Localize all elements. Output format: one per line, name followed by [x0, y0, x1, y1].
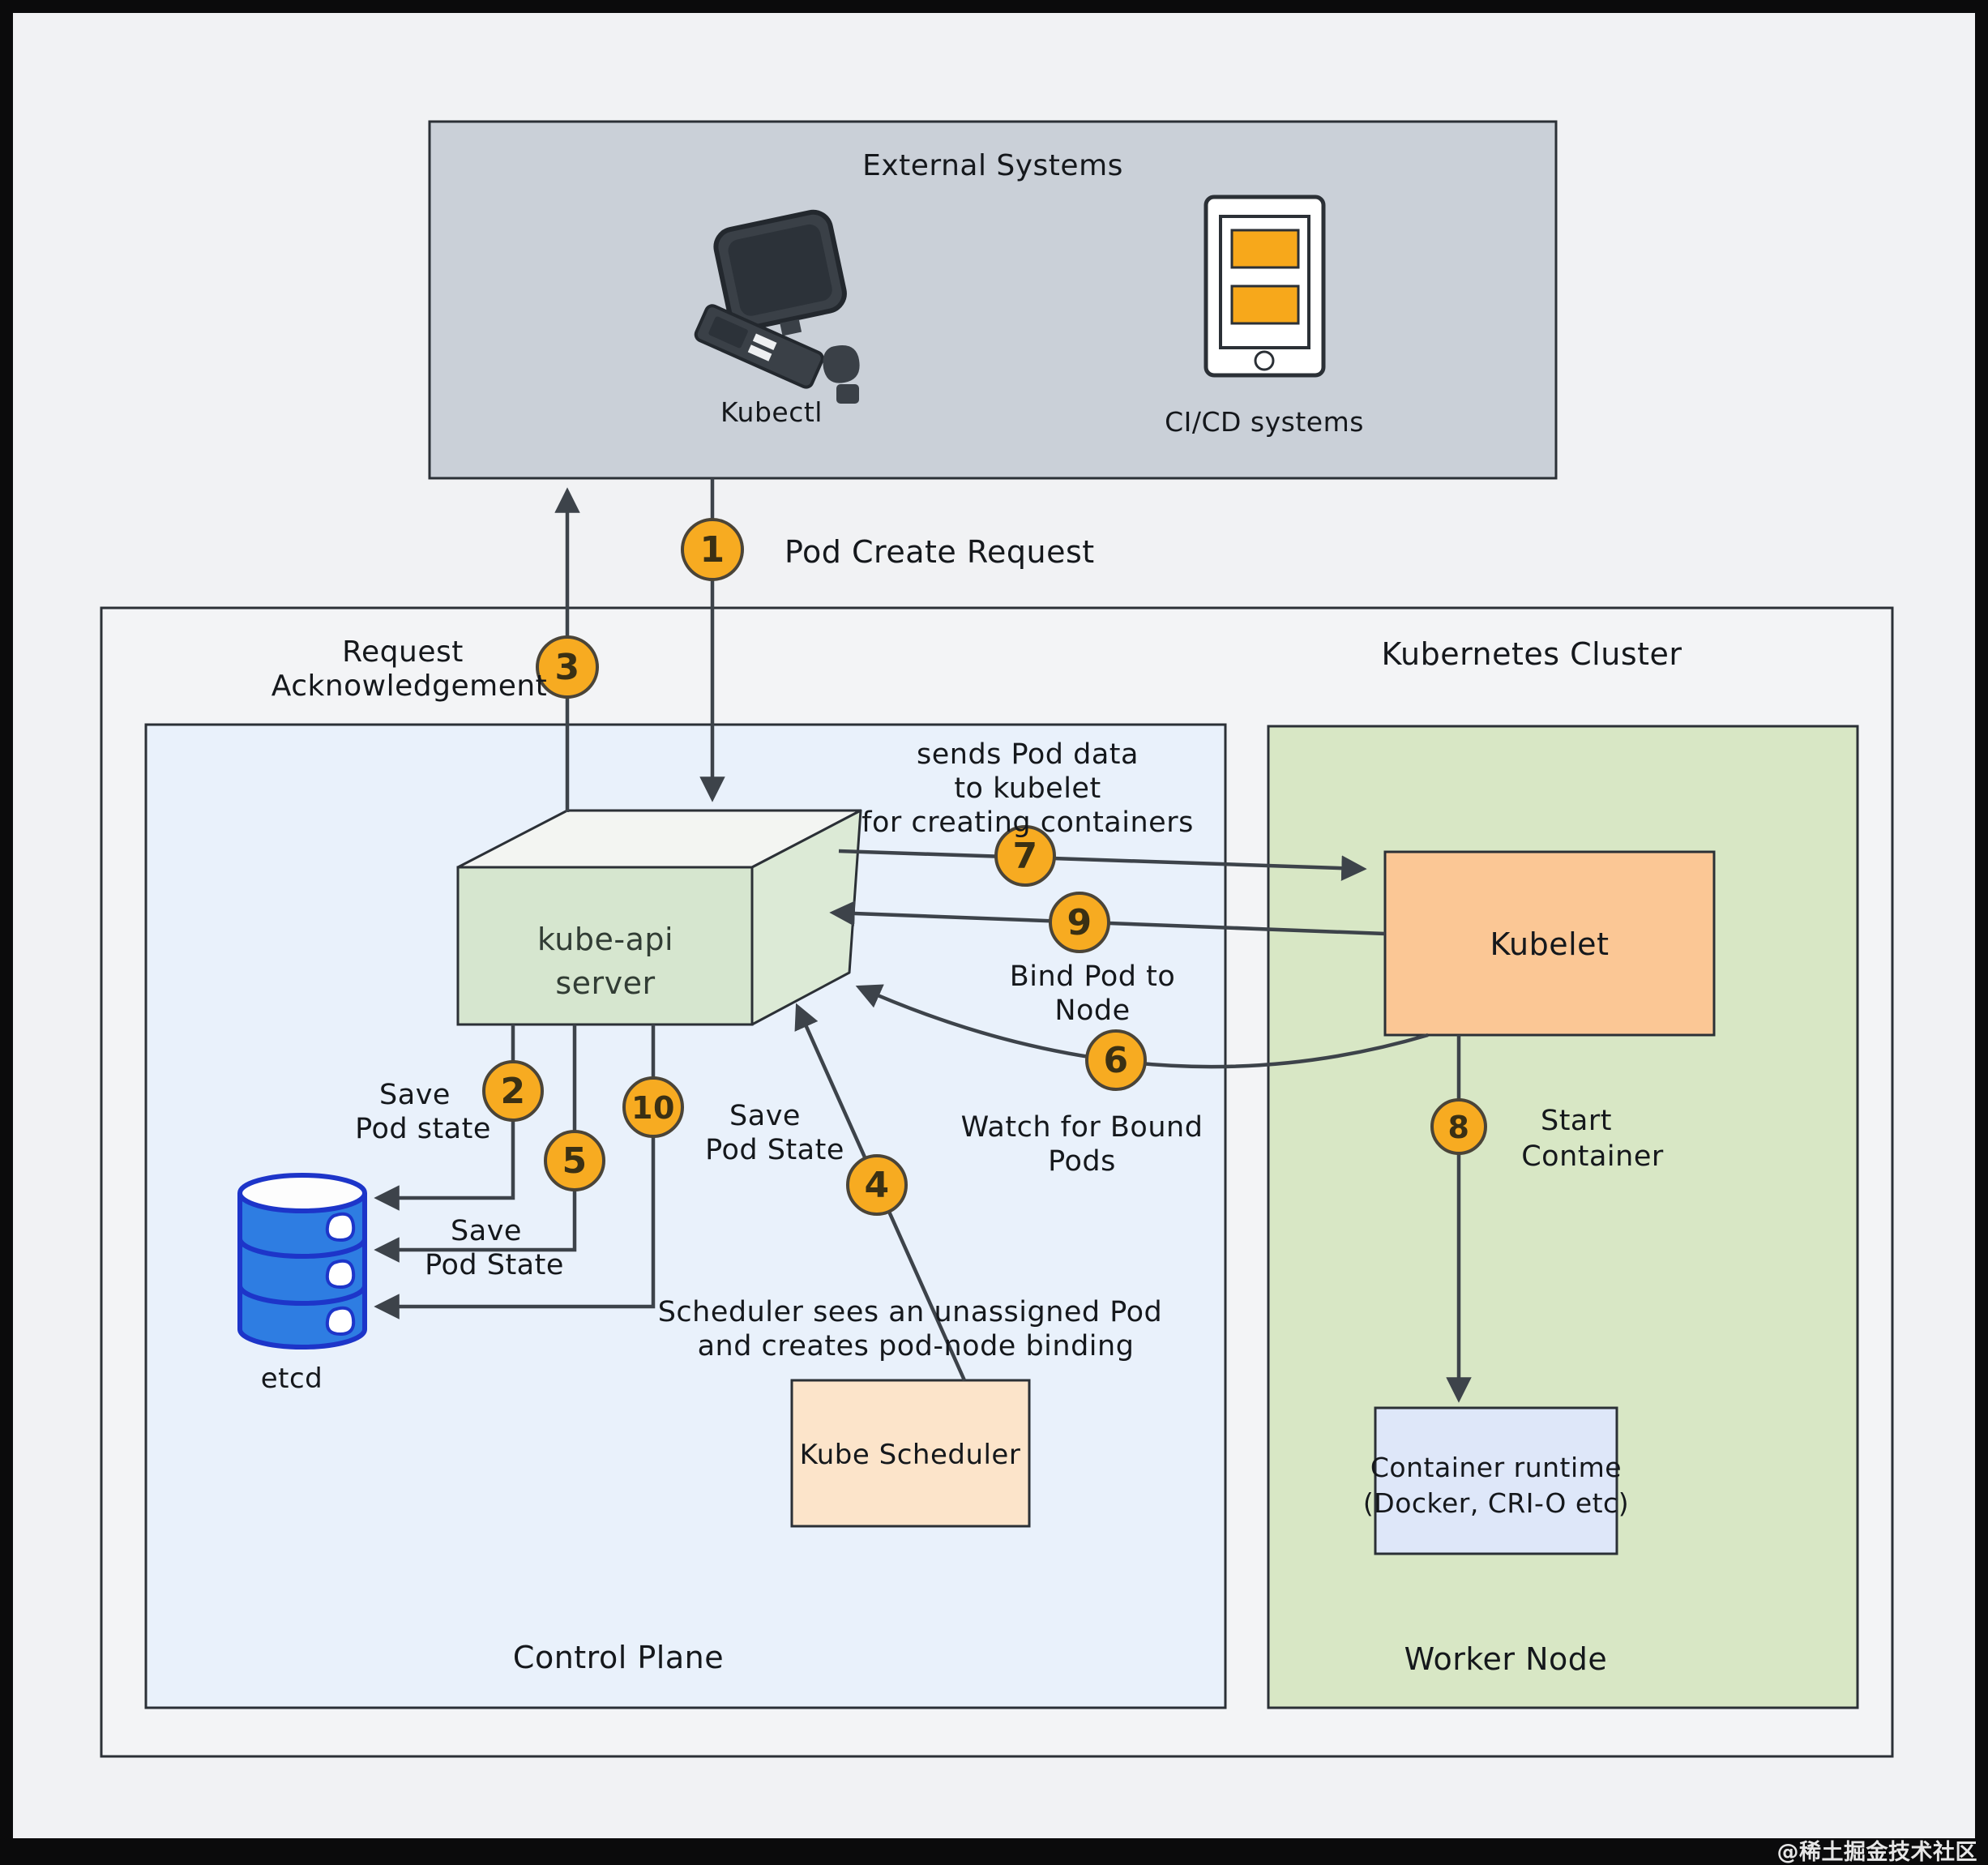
- step-1-number: 1: [699, 529, 725, 571]
- kubectl-label: Kubectl: [720, 396, 823, 428]
- external-systems-box: [428, 120, 1558, 480]
- watermark: @稀土掘金技术社区: [1777, 1839, 1978, 1865]
- kube-api-server-box: [456, 809, 862, 1026]
- kubelet-label: Kubelet: [1490, 926, 1610, 962]
- step-5-number: 5: [562, 1140, 587, 1182]
- kube-api-server-label-2: server: [555, 965, 655, 1001]
- step-1-circle: 1: [681, 518, 744, 581]
- step-10-label-2: Pod State: [705, 1134, 844, 1166]
- step-3-circle: 3: [536, 635, 599, 699]
- step-6-number: 6: [1103, 1040, 1128, 1081]
- step-10-number: 10: [631, 1090, 675, 1126]
- step-6-label-2: Pods: [1048, 1145, 1116, 1178]
- step-8-number: 8: [1448, 1110, 1470, 1145]
- step-4-circle: 4: [846, 1154, 908, 1216]
- kube-scheduler-label: Kube Scheduler: [800, 1439, 1021, 1471]
- arrow-step-6-watch-bound-pods: [855, 984, 1429, 1069]
- step-7-label-1: sends Pod data: [917, 738, 1139, 771]
- external-systems-title: External Systems: [862, 149, 1123, 182]
- kubectl-icon: [694, 209, 860, 404]
- step-6-label-1: Watch for Bound: [961, 1111, 1203, 1144]
- step-6-circle: 6: [1085, 1029, 1147, 1091]
- step-5-label-1: Save: [451, 1215, 522, 1247]
- cicd-label: CI/CD systems: [1165, 406, 1364, 438]
- step-4-label-2: and creates pod-node binding: [698, 1330, 1135, 1362]
- step-5-circle: 5: [544, 1130, 605, 1191]
- arrow-step-5-save-pod-state: [374, 1024, 577, 1263]
- container-runtime-label-1: Container runtime: [1370, 1452, 1622, 1483]
- step-9-number: 9: [1067, 902, 1092, 943]
- step-7-label-2: to kubelet: [954, 772, 1101, 805]
- step-2-circle: 2: [482, 1060, 544, 1122]
- step-3-number: 3: [554, 647, 579, 688]
- container-runtime-box: [1374, 1406, 1618, 1555]
- arrow-step-7-send-pod-data: [838, 849, 1367, 881]
- step-7-label-3: for creating containers: [861, 806, 1194, 839]
- step-4-number: 4: [864, 1165, 889, 1206]
- step-8-label-1: Start: [1541, 1105, 1612, 1137]
- step-9-label-1: Bind Pod to: [1010, 960, 1176, 993]
- step-1-label: Pod Create Request: [785, 534, 1095, 570]
- cicd-icon: [1203, 195, 1326, 378]
- step-2-label-2: Pod state: [355, 1113, 491, 1145]
- worker-node-title: Worker Node: [1404, 1641, 1608, 1677]
- etcd-label: etcd: [261, 1362, 323, 1395]
- step-10-label-1: Save: [729, 1100, 801, 1132]
- step-5-label-2: Pod State: [425, 1249, 564, 1281]
- step-8-circle: 8: [1430, 1098, 1487, 1155]
- step-10-circle: 10: [622, 1076, 684, 1138]
- step-9-label-2: Node: [1054, 995, 1130, 1027]
- step-7-number: 7: [1012, 836, 1037, 877]
- etcd-icon: [237, 1173, 367, 1350]
- container-runtime-label-2: (Docker, CRI-O etc): [1363, 1487, 1629, 1519]
- kube-api-server-label-1: kube-api: [537, 922, 673, 957]
- step-2-label-1: Save: [379, 1079, 451, 1111]
- step-3-label-2: Acknowledgement: [271, 669, 548, 703]
- step-3-label-1: Request: [342, 635, 464, 669]
- step-9-circle: 9: [1049, 892, 1110, 953]
- kubelet-box: [1383, 850, 1716, 1037]
- step-8-label-2: Container: [1521, 1140, 1664, 1173]
- kube-scheduler-box: [790, 1379, 1031, 1528]
- control-plane-title: Control Plane: [513, 1640, 724, 1675]
- kubernetes-cluster-title: Kubernetes Cluster: [1381, 636, 1682, 672]
- step-7-circle: 7: [994, 825, 1056, 887]
- step-4-label-1: Scheduler sees an unassigned Pod: [658, 1296, 1163, 1328]
- step-2-number: 2: [500, 1071, 525, 1112]
